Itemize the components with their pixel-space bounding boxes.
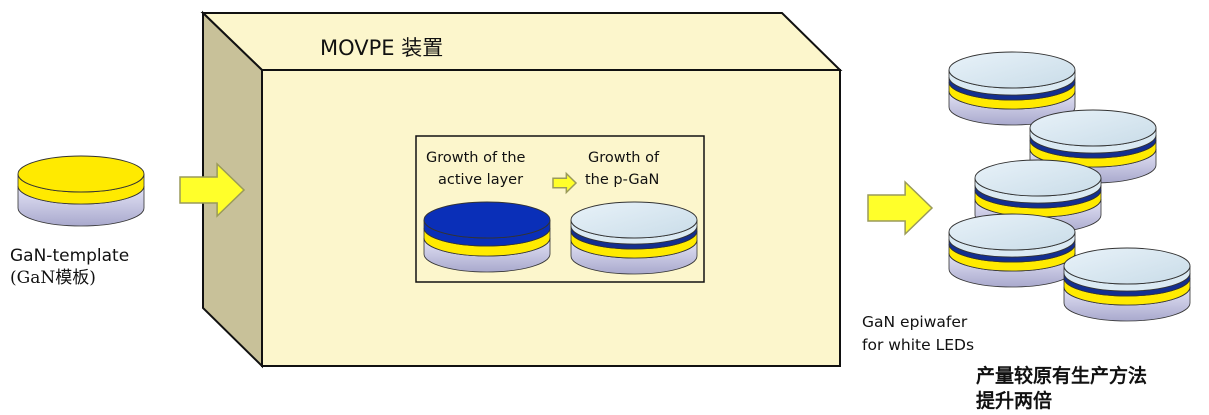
step-pgan-line2: the p-GaN: [585, 172, 659, 188]
arrow-out-of-chamber-icon: [867, 180, 934, 236]
wafer-top-surface: [423, 201, 551, 239]
wafer-top-surface: [948, 51, 1076, 89]
wafer-top-surface: [974, 159, 1102, 197]
active-layer-wafer: [423, 201, 551, 273]
step-pgan-line1: Growth of: [588, 150, 660, 166]
wafer-top-surface: [17, 155, 145, 193]
wafer-top-surface: [1063, 247, 1191, 285]
output-note-line2: 提升两倍: [976, 389, 1052, 412]
wafer-top-surface: [1029, 109, 1157, 147]
gan-template-wafer: [17, 155, 145, 227]
output-note-line1: 产量较原有生产方法: [976, 364, 1147, 387]
output-label-line1: GaN epiwafer: [862, 313, 968, 331]
input-label-line2: (GaN模板): [10, 268, 96, 288]
epiwafer-5: [1063, 247, 1191, 322]
epiwafer-1: [948, 51, 1076, 126]
step-active-line1: Growth of the: [426, 150, 526, 166]
wafer-top-surface: [570, 201, 698, 239]
box-top-face: [200, 12, 843, 71]
input-label-line1: GaN-template: [10, 246, 129, 266]
pgan-wafer: [570, 201, 698, 275]
step-active-line2: active layer: [438, 172, 523, 188]
box-title: MOVPE 装置: [320, 36, 443, 60]
wafer-top-surface: [948, 213, 1076, 251]
epiwafer-4: [948, 213, 1076, 288]
output-label-line2: for white LEDs: [862, 336, 974, 354]
arrow-into-chamber-icon: [179, 162, 246, 218]
arrow-step-icon: [552, 171, 578, 195]
